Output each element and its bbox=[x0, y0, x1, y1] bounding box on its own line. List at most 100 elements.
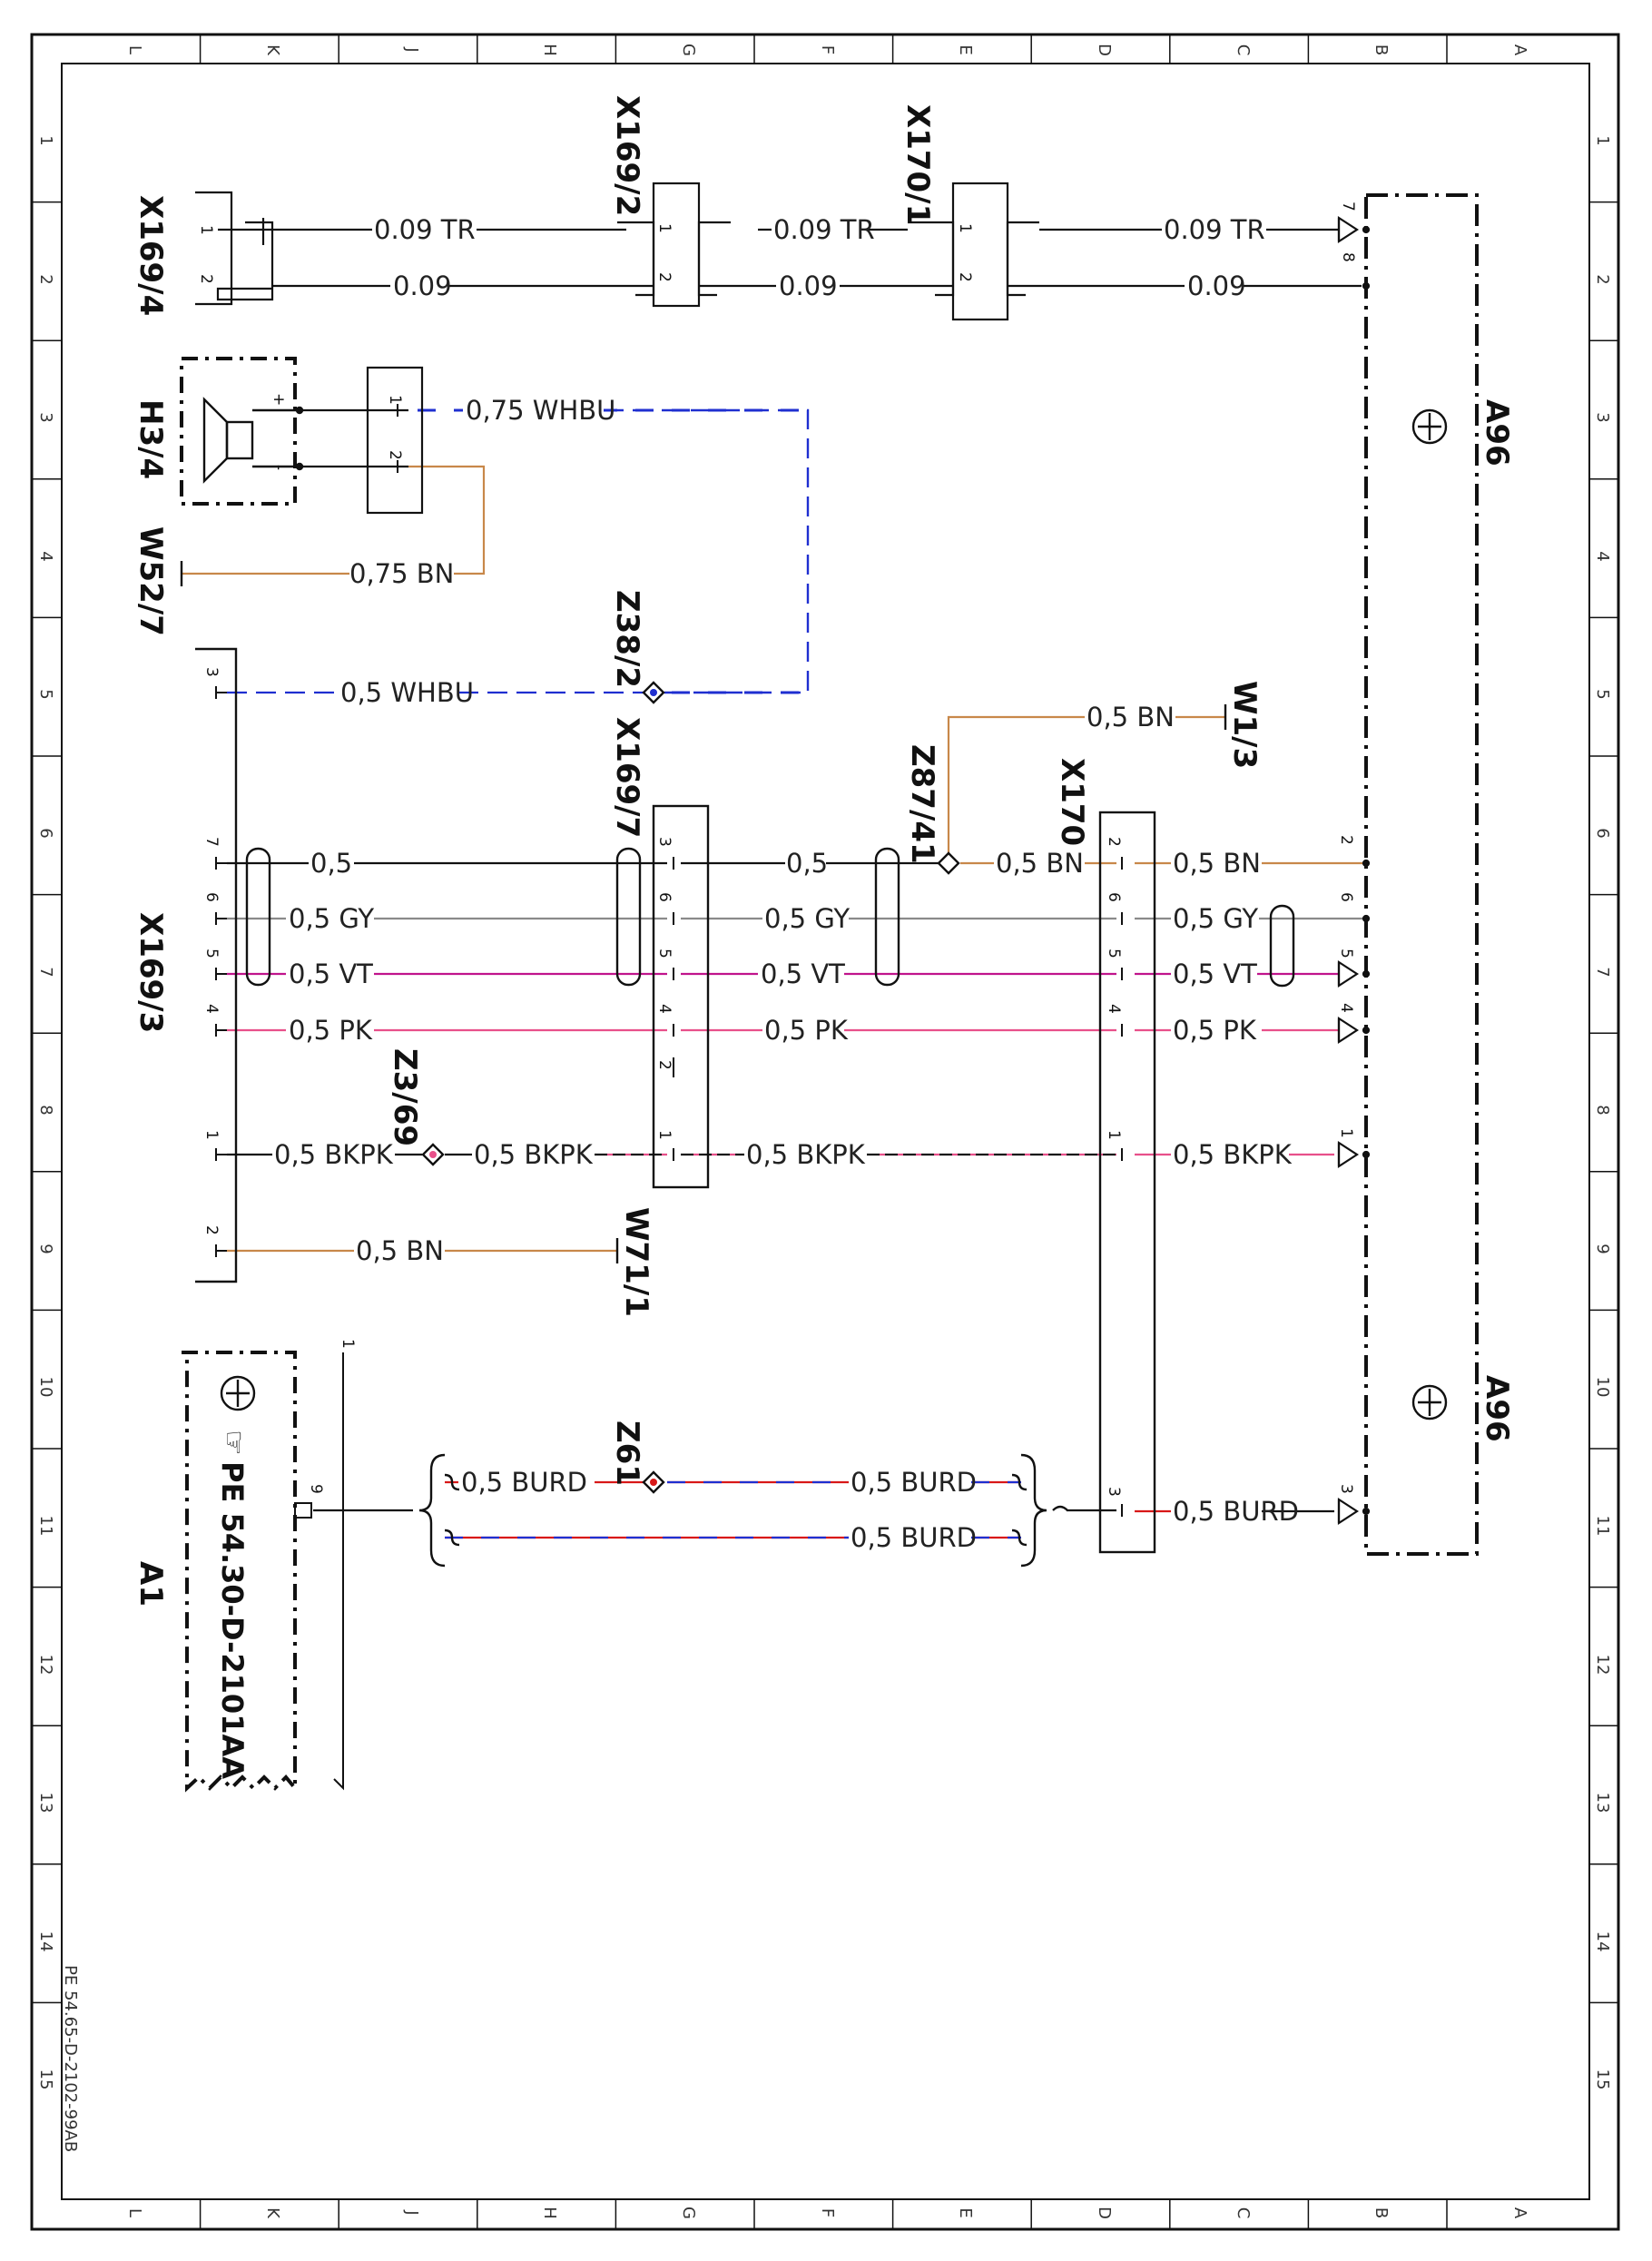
pin-x169-3-7: 7 bbox=[202, 837, 221, 847]
wire-label-burd-b: 0,5 BURD bbox=[851, 1467, 977, 1498]
pin-x169-7-2: 2 bbox=[655, 1060, 674, 1070]
row-label-4-right: 4 bbox=[1593, 551, 1612, 561]
row-label-1-left: 1 bbox=[36, 135, 55, 145]
row-label-7-left: 7 bbox=[36, 967, 55, 977]
pin-x169-3-6: 6 bbox=[202, 892, 221, 902]
pin-x170-2: 2 bbox=[1105, 837, 1123, 847]
col-label-f-top: F bbox=[818, 45, 837, 54]
label-w71-1: W71/1 bbox=[618, 1207, 654, 1317]
wire-label-gy-b: 0,5 GY bbox=[764, 903, 850, 934]
pin-x169-7-6: 6 bbox=[655, 892, 674, 902]
wire-label-vt-a: 0,5 VT bbox=[289, 958, 373, 989]
wire-label-bkpk-b: 0,5 BKPK bbox=[474, 1139, 594, 1170]
wire-label-bkpk-a: 0,5 BKPK bbox=[274, 1139, 394, 1170]
label-x169-7: X169/7 bbox=[609, 717, 645, 838]
row-label-3-right: 3 bbox=[1593, 412, 1612, 422]
pin-x169-3-1: 1 bbox=[202, 1130, 221, 1140]
harness-braces bbox=[418, 1453, 1068, 1568]
pin-x169-3-3: 3 bbox=[202, 667, 221, 677]
label-x169-2: X169/2 bbox=[609, 95, 645, 216]
row-label-10-right: 10 bbox=[1593, 1377, 1612, 1398]
col-label-j-bottom: J bbox=[402, 2209, 421, 2215]
label-a1-ref: PE 54.30-D-2101AA bbox=[215, 1461, 250, 1779]
col-label-h-bottom: H bbox=[540, 2207, 559, 2219]
pin-a96-5: 5 bbox=[1337, 949, 1355, 958]
splice-z87-41 bbox=[937, 851, 960, 875]
row-label-6-right: 6 bbox=[1593, 828, 1612, 838]
a1-pin9-terminal bbox=[294, 1502, 312, 1519]
wire-075-bn bbox=[182, 465, 486, 575]
pin-a96-7: 7 bbox=[1339, 202, 1357, 211]
pin-x170-6: 6 bbox=[1105, 892, 1123, 902]
col-label-c-top: C bbox=[1234, 44, 1253, 56]
connector-x169-7 bbox=[652, 804, 710, 1189]
label-a96-bottom: A96 bbox=[1479, 1375, 1515, 1442]
col-label-d-bottom: D bbox=[1095, 2207, 1114, 2219]
col-label-b-bottom: B bbox=[1372, 2207, 1391, 2218]
row-label-15-left: 15 bbox=[36, 2069, 55, 2090]
wire-label-black-a: 0,5 bbox=[310, 848, 352, 879]
pin-a1-9: 9 bbox=[307, 1484, 325, 1494]
wire-w13-bn bbox=[947, 715, 1225, 853]
pin-x169-4-1: 1 bbox=[197, 225, 215, 235]
label-x170: X170 bbox=[1054, 758, 1090, 846]
row-label-14-right: 14 bbox=[1593, 1932, 1612, 1952]
row-label-11-right: 11 bbox=[1593, 1516, 1612, 1537]
pin-x169-2-2: 2 bbox=[655, 272, 674, 282]
pin-a96-2: 2 bbox=[1337, 835, 1355, 845]
pin-a96-6: 6 bbox=[1337, 892, 1355, 902]
row-label-10-left: 10 bbox=[36, 1377, 55, 1398]
pin-x170-1-1: 1 bbox=[956, 223, 974, 233]
transistor-icon-a1 bbox=[220, 1375, 256, 1411]
col-label-g-bottom: G bbox=[679, 2207, 698, 2219]
col-label-j-top: J bbox=[402, 46, 421, 52]
row-label-8-left: 8 bbox=[36, 1105, 55, 1115]
wire-label-w71-bn: 0,5 BN bbox=[356, 1235, 444, 1266]
pin-x169-3-4: 4 bbox=[202, 1004, 221, 1014]
pin-stubs bbox=[215, 404, 1123, 1517]
pin-x170-1-2: 2 bbox=[956, 272, 974, 282]
wire-label-05-whbu: 0,5 WHBU bbox=[340, 677, 474, 708]
label-a96-top: A96 bbox=[1479, 399, 1515, 467]
wire-label-tr-2: 0.09 TR bbox=[773, 214, 875, 245]
wire-label-gy-a: 0,5 GY bbox=[289, 903, 374, 934]
row-label-6-left: 6 bbox=[36, 828, 55, 838]
wire-label-pk-a: 0,5 PK bbox=[289, 1015, 373, 1046]
splice-z3-69 bbox=[421, 1143, 445, 1166]
a1-shield bbox=[333, 1352, 344, 1791]
col-label-c-bottom: C bbox=[1234, 2207, 1253, 2219]
col-label-f-bottom: F bbox=[818, 2208, 837, 2217]
pin-x169-4-2: 2 bbox=[197, 274, 215, 284]
row-label-3-left: 3 bbox=[36, 412, 55, 422]
a96-pin-markers bbox=[1337, 215, 1371, 1526]
row-label-13-right: 13 bbox=[1593, 1793, 1612, 1814]
col-label-e-bottom: E bbox=[956, 2207, 975, 2217]
row-label-5-right: 5 bbox=[1593, 689, 1612, 699]
row-label-7-right: 7 bbox=[1593, 967, 1612, 977]
label-x169-4: X169/4 bbox=[133, 195, 169, 316]
splice-z61-dot bbox=[650, 1479, 657, 1486]
wire-label-burd-a: 0,5 BURD bbox=[461, 1467, 587, 1498]
col-label-a-top: A bbox=[1510, 44, 1529, 56]
wire-075-whbu-b bbox=[604, 408, 810, 694]
row-label-1-right: 1 bbox=[1593, 135, 1612, 145]
pin-x169-7-1: 1 bbox=[655, 1130, 674, 1140]
outer-frame bbox=[30, 33, 1620, 2231]
connector-x169-3 bbox=[195, 647, 238, 1283]
pointing-hand-icon: ☞ bbox=[217, 1430, 251, 1456]
wire-label-bn-z87: 0,5 BN bbox=[996, 848, 1084, 879]
col-label-b-top: B bbox=[1372, 44, 1391, 55]
row-label-13-left: 13 bbox=[36, 1793, 55, 1814]
wire-label-pk-b: 0,5 PK bbox=[764, 1015, 849, 1046]
row-label-12-left: 12 bbox=[36, 1655, 55, 1676]
col-label-k-top: K bbox=[263, 44, 282, 56]
label-z38-2: Z38/2 bbox=[609, 590, 645, 688]
row-label-8-right: 8 bbox=[1593, 1105, 1612, 1115]
inner-frame bbox=[61, 63, 1590, 2200]
wire-label-09-2: 0.09 bbox=[779, 270, 838, 301]
splice-z3-69-dot bbox=[429, 1151, 437, 1158]
pin-x170-1: 1 bbox=[1105, 1130, 1123, 1140]
pin-x169-3-5: 5 bbox=[202, 949, 221, 958]
module-a96 bbox=[1364, 193, 1479, 1556]
connector-x170 bbox=[1098, 811, 1156, 1554]
